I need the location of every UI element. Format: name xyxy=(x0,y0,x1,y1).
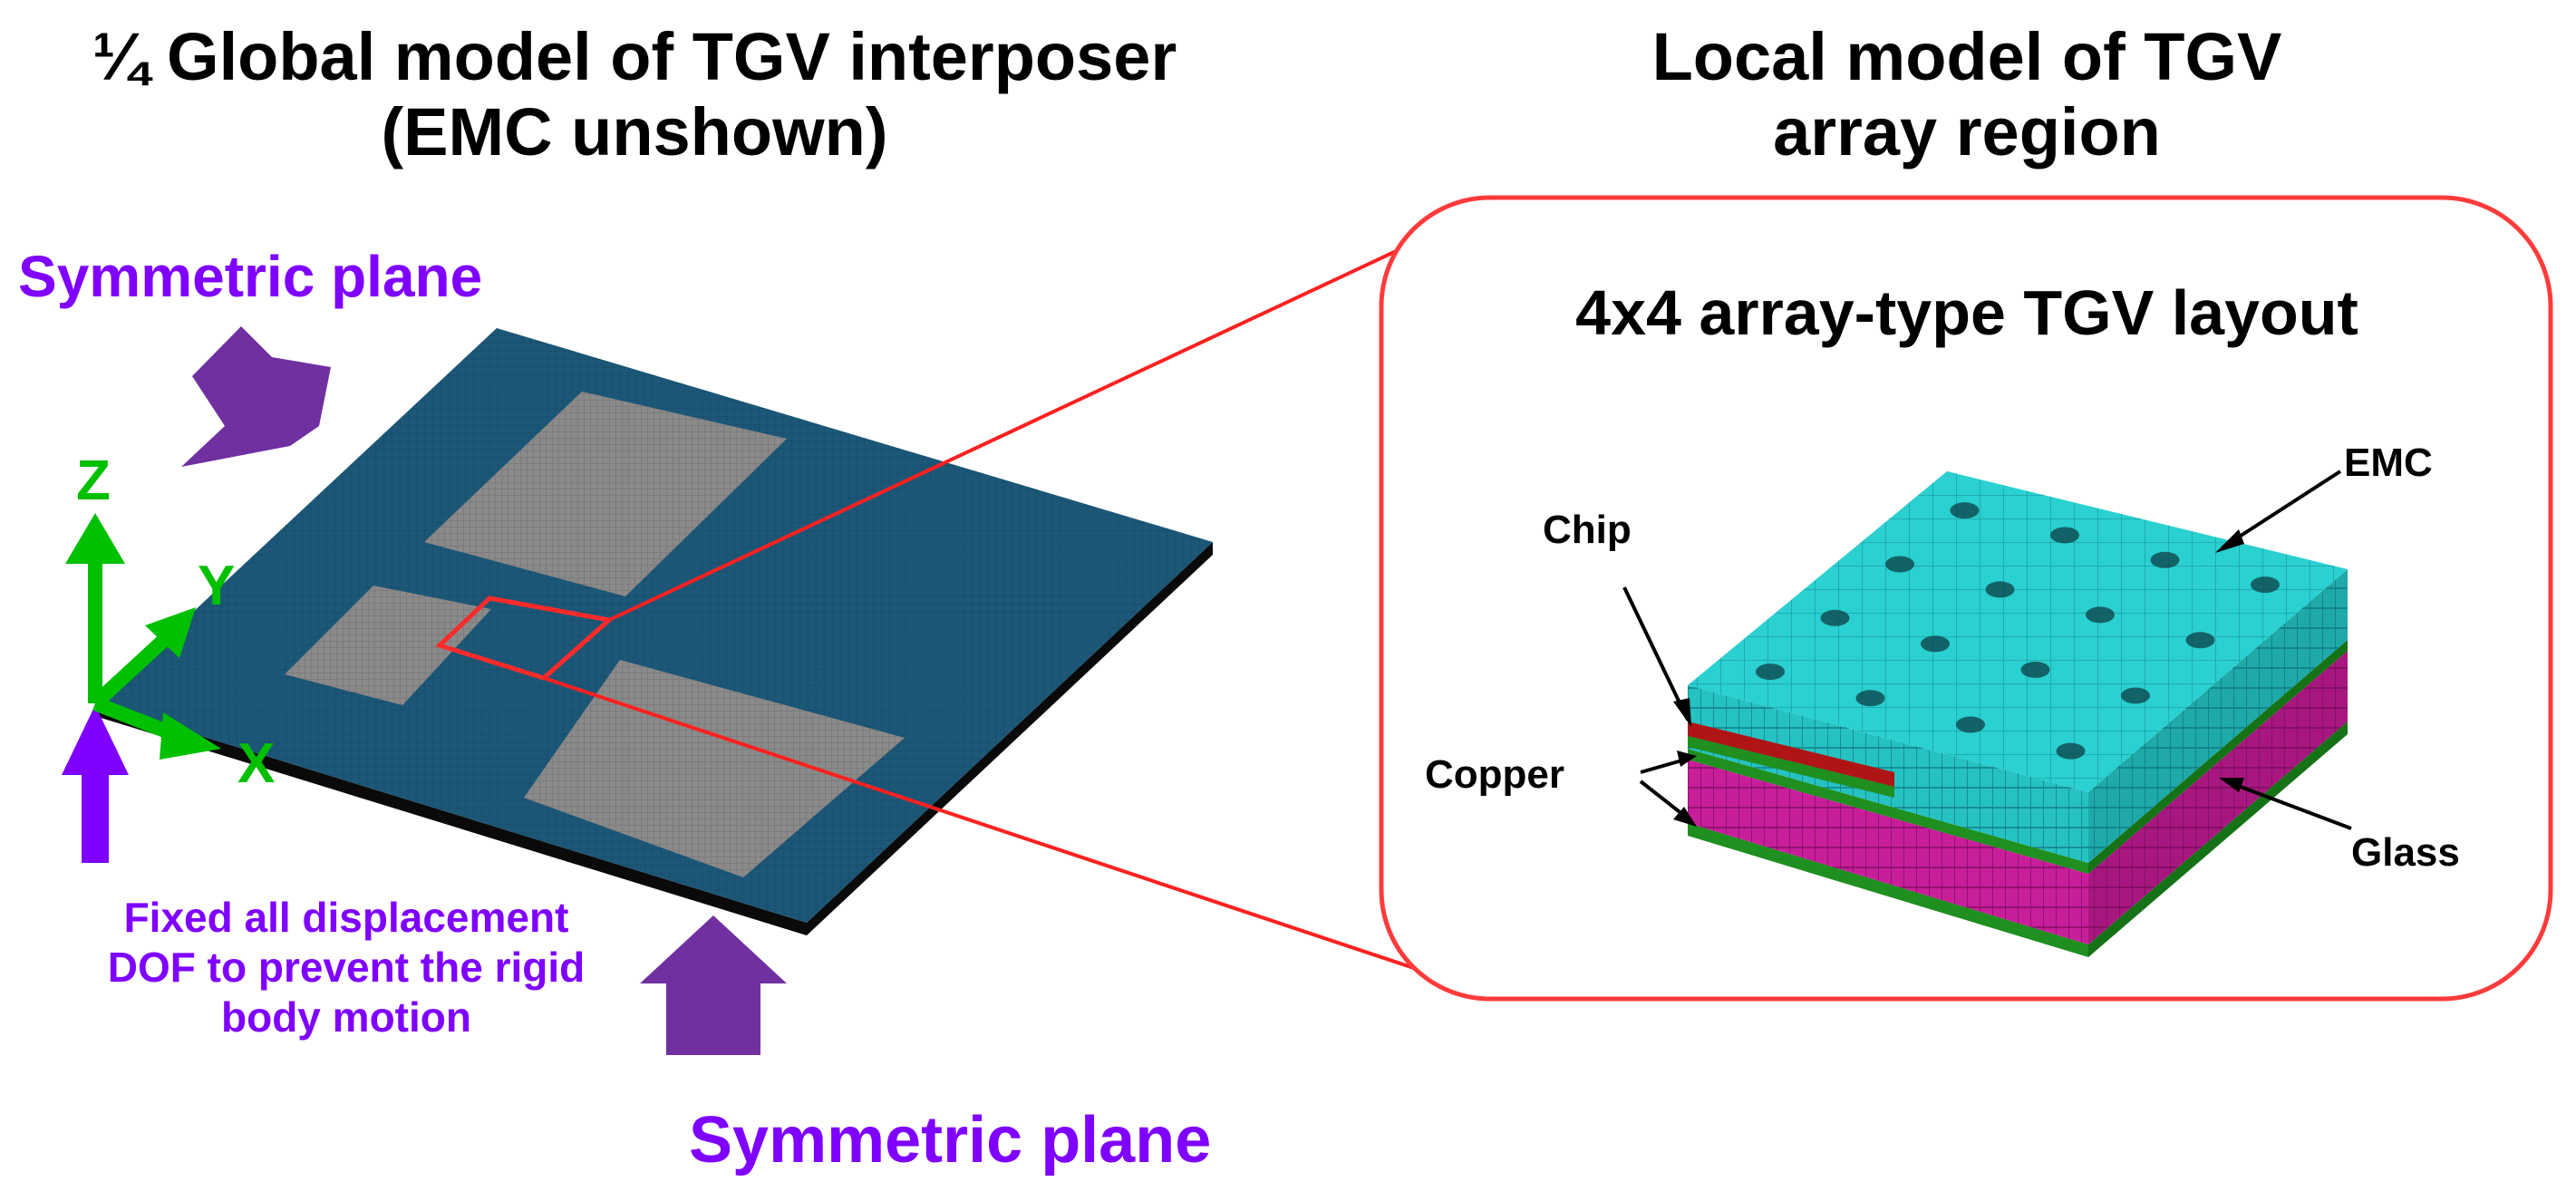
fixed-dof-note-line1: Fixed all displacement xyxy=(123,894,569,941)
coordinate-axes xyxy=(65,513,221,760)
z-axis-label: Z xyxy=(76,450,111,512)
tgv-via-3 xyxy=(1820,609,1850,626)
fixed-dof-note: Fixed all displacement DOF to prevent th… xyxy=(20,893,673,1043)
interposer-mesh xyxy=(95,328,1213,923)
callout-arrows xyxy=(1622,470,2352,830)
glass-label: Glass xyxy=(2351,830,2460,875)
tgv-array-block xyxy=(1688,471,2348,957)
local-model-title-line2: array region xyxy=(1773,93,2161,169)
emc-label: EMC xyxy=(2344,441,2433,485)
tgv-via-5 xyxy=(2050,527,2079,544)
global-model-title: ¼ Global model of TGV interposer (EMC un… xyxy=(36,19,1233,170)
local-model-title-line1: Local model of TGV xyxy=(1651,19,2282,94)
symmetric-plane-label-bottom: Symmetric plane xyxy=(689,1104,1212,1177)
fixed-dof-note-line2: DOF to prevent the rigid xyxy=(107,944,586,992)
tgv-via-11 xyxy=(2020,661,2050,678)
tgv-via-8 xyxy=(1855,690,1885,707)
array-layout-title: 4x4 array-type TGV layout xyxy=(1575,277,2358,348)
x-axis-label: X xyxy=(237,732,276,795)
fixed-dof-note-line3: body motion xyxy=(221,993,471,1041)
tgv-via-12 xyxy=(1956,716,1985,733)
symmetric-plane-label-top: Symmetric plane xyxy=(18,244,483,309)
symmetric-plane-arrow-bottom xyxy=(640,915,787,1055)
global-model-title-line1: ¼ Global model of TGV interposer xyxy=(92,19,1177,94)
tgv-via-6 xyxy=(1985,581,2015,598)
tgv-via-2 xyxy=(1885,556,1914,573)
tgv-via-4 xyxy=(1756,663,1785,681)
symmetric-plane-arrow-top xyxy=(181,326,331,467)
fixed-dof-arrow xyxy=(62,705,129,863)
local-model-title: Local model of TGV array region xyxy=(1459,19,2474,170)
x-axis xyxy=(92,696,177,741)
zoom-line-top xyxy=(608,210,1480,622)
tgv-via-15 xyxy=(2121,687,2150,704)
chip-layer xyxy=(1688,722,1894,787)
tgv-via-13 xyxy=(2251,576,2280,594)
tgv-via-14 xyxy=(2185,632,2215,649)
global-interposer-model xyxy=(95,328,1213,935)
y-axis xyxy=(90,634,170,709)
copper-label: Copper xyxy=(1425,752,1564,797)
y-axis-label: Y xyxy=(198,555,236,617)
tgv-via-grid xyxy=(1756,502,2280,760)
chip-label: Chip xyxy=(1543,508,1632,552)
tgv-via-1 xyxy=(1950,502,1980,519)
global-model-title-line2: (EMC unshown) xyxy=(381,93,888,169)
tgv-via-10 xyxy=(2086,606,2115,624)
tgv-via-9 xyxy=(2150,551,2180,568)
tgv-via-7 xyxy=(1921,635,1950,653)
copper-layer xyxy=(1688,736,1894,798)
tgv-via-16 xyxy=(2056,742,2086,760)
zoom-line-bottom xyxy=(543,676,1496,997)
